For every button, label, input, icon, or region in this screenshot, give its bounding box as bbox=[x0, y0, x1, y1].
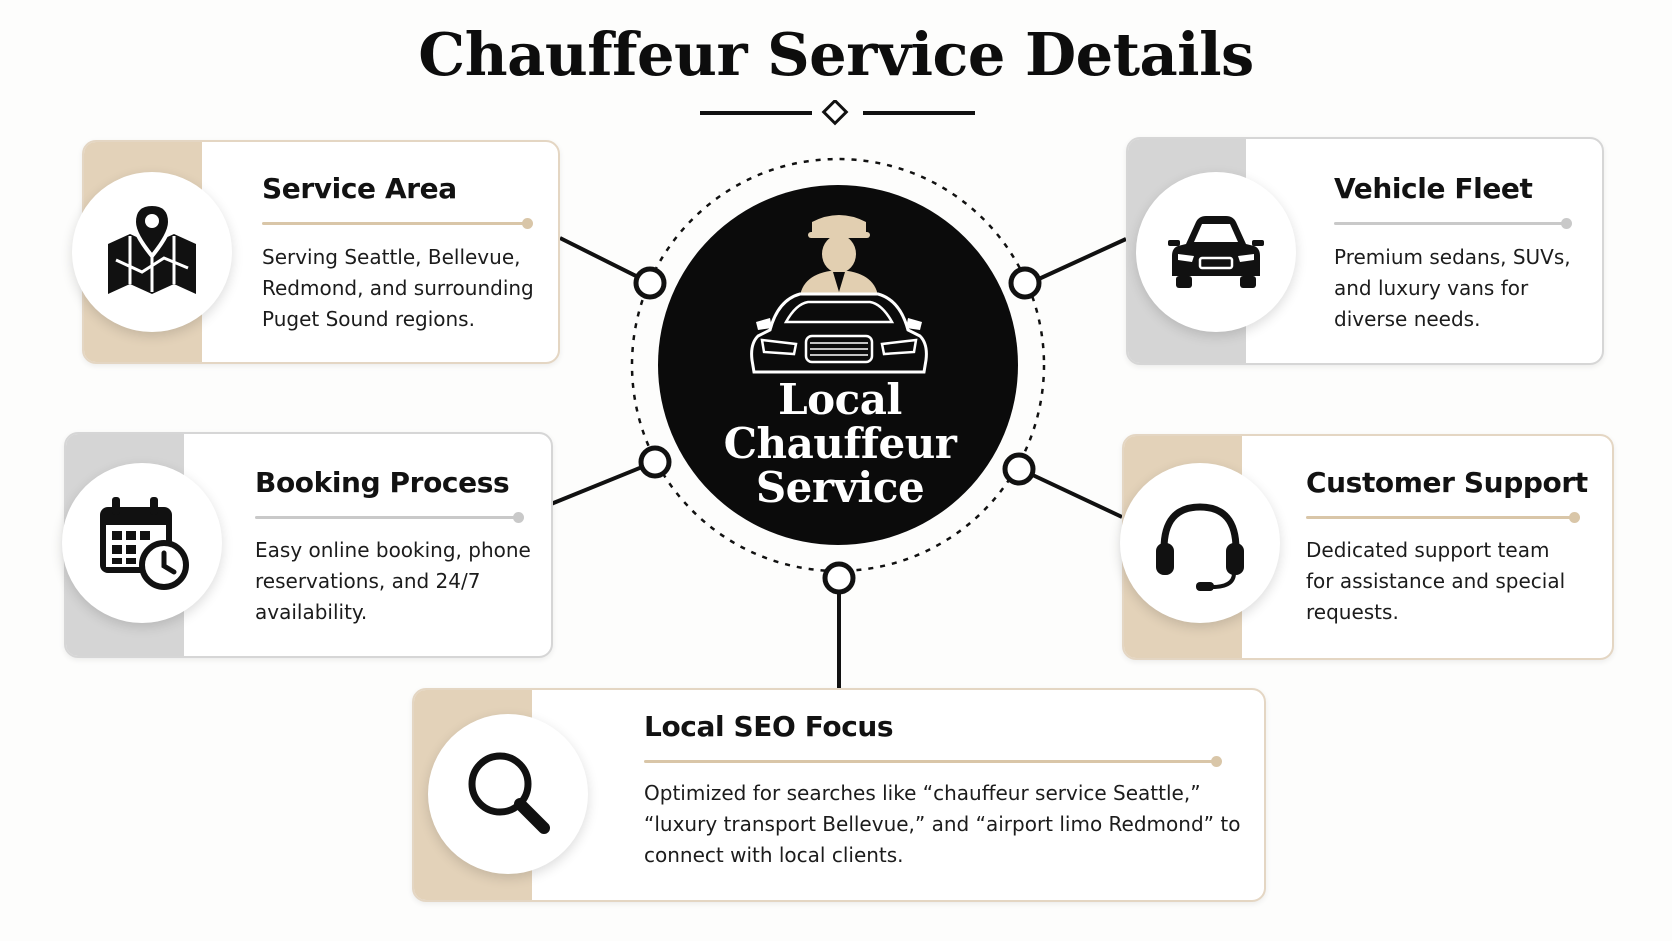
booking-process-title: Booking Process bbox=[255, 466, 510, 499]
map-pin-icon bbox=[108, 202, 196, 294]
magnifier-icon bbox=[468, 752, 550, 834]
local-seo-text: Optimized for searches like “chauffeur s… bbox=[644, 781, 1241, 867]
calendar-clock-icon bbox=[100, 497, 189, 590]
hub-label-line-2: Chauffeur bbox=[723, 419, 957, 468]
title-ornament bbox=[700, 100, 975, 126]
customer-support-rule bbox=[1306, 512, 1580, 523]
icon-badge-booking-process bbox=[62, 463, 222, 623]
node-seo bbox=[822, 561, 856, 595]
connector-booking bbox=[550, 461, 653, 506]
customer-support-text: Dedicated support team for assistance an… bbox=[1306, 538, 1566, 624]
service-area-title: Service Area bbox=[262, 172, 457, 205]
node-booking bbox=[638, 445, 672, 479]
chauffeur-car-icon bbox=[750, 215, 928, 374]
icon-badge-vehicle-fleet bbox=[1136, 172, 1296, 332]
service-area-text: Serving Seattle, Bellevue, Redmond, and … bbox=[262, 245, 534, 331]
headset-icon bbox=[1156, 503, 1244, 591]
service-area-rule bbox=[262, 218, 533, 229]
hub-label: Local Chauffeur Service bbox=[680, 378, 1000, 510]
node-service-area bbox=[633, 266, 667, 300]
vehicle-fleet-title: Vehicle Fleet bbox=[1334, 172, 1533, 205]
node-vehicle-fleet bbox=[1008, 266, 1042, 300]
vehicle-fleet-text: Premium sedans, SUVs, and luxury vans fo… bbox=[1334, 245, 1571, 331]
vehicle-fleet-rule bbox=[1334, 218, 1572, 229]
page-title: Chauffeur Service Details bbox=[418, 20, 1254, 89]
hub-label-line-3: Service bbox=[755, 463, 925, 512]
node-support bbox=[1002, 452, 1036, 486]
icon-badge-customer-support bbox=[1120, 463, 1280, 623]
local-seo-rule bbox=[644, 756, 1222, 767]
hub-label-line-1: Local bbox=[778, 375, 902, 424]
icon-badge-service-area bbox=[72, 172, 232, 332]
local-seo-title: Local SEO Focus bbox=[644, 710, 894, 743]
connector-service-area bbox=[559, 236, 651, 285]
customer-support-title: Customer Support bbox=[1306, 466, 1588, 499]
connector-vehicle-fleet bbox=[1029, 237, 1127, 285]
booking-process-rule bbox=[255, 512, 524, 523]
booking-process-text: Easy online booking, phone reservations,… bbox=[255, 538, 531, 624]
hub-dashed-ring bbox=[630, 157, 1046, 573]
car-icon bbox=[1168, 216, 1264, 288]
icon-badge-local-seo bbox=[428, 714, 588, 874]
connector-support bbox=[1021, 468, 1123, 519]
